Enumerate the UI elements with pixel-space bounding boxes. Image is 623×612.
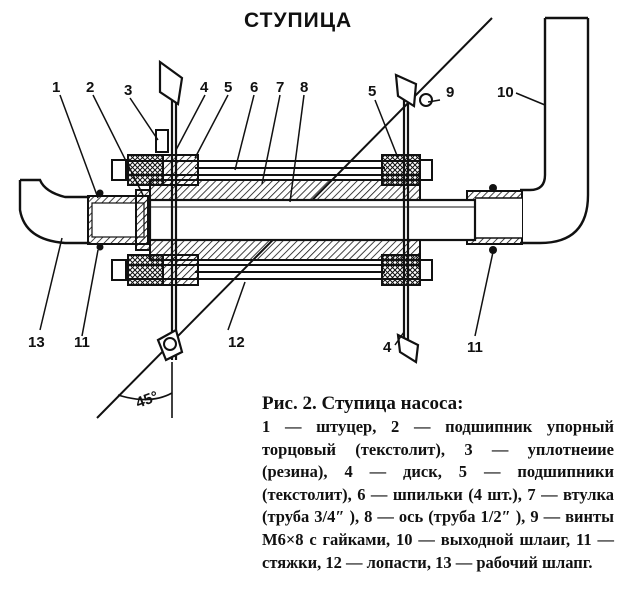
leader-lines <box>39 92 546 346</box>
label-13: 13 <box>28 334 45 351</box>
label-11-left: 11 <box>74 334 90 351</box>
thrust-bearing <box>135 189 151 251</box>
label-11-right: 11 <box>467 339 483 356</box>
label-4-top: 4 <box>200 79 209 96</box>
label-1: 1 <box>52 79 60 96</box>
sleeve-lower <box>149 239 421 261</box>
label-3: 3 <box>124 82 132 99</box>
label-5-left: 5 <box>224 79 232 96</box>
diagram-title: СТУПИЦА <box>244 9 352 32</box>
label-4-bottom: 4 <box>383 339 392 356</box>
label-5-right: 5 <box>368 83 376 100</box>
axle-tube <box>148 198 477 242</box>
label-10: 10 <box>497 84 514 101</box>
label-12: 12 <box>228 334 245 351</box>
caption-title: Рис. 2. Ступица насоса: <box>262 393 464 414</box>
sleeve-upper <box>149 179 421 201</box>
screws <box>163 93 433 351</box>
figure-caption: Рис. 2. Ступица насоса: 1 — штуцер, 2 — … <box>262 392 614 574</box>
disc-right <box>394 73 420 364</box>
disc-left <box>156 59 184 362</box>
right-bearing-block <box>381 154 433 286</box>
outlet-pipe <box>520 16 590 245</box>
caption-body: 1 — штуцер, 2 — подшипник упорный торцов… <box>262 417 614 572</box>
inlet-pipe <box>18 178 90 245</box>
angle-label: 45° <box>134 388 161 412</box>
label-9: 9 <box>446 84 454 101</box>
label-8: 8 <box>300 79 308 96</box>
angle-marker <box>117 362 173 418</box>
label-2: 2 <box>86 79 94 96</box>
label-6: 6 <box>250 79 258 96</box>
label-7: 7 <box>276 79 284 96</box>
left-bearing-block <box>111 129 199 286</box>
